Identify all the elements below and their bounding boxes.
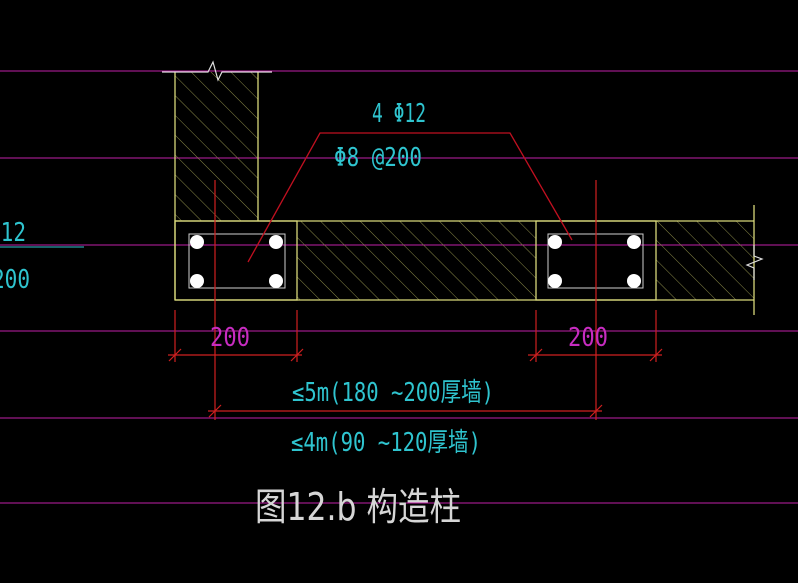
rebar-dot [269, 274, 283, 288]
break-symbol-right [745, 245, 764, 280]
rebar-dot [627, 274, 641, 288]
column-right-reinforcement [547, 233, 644, 289]
horizontal-wall-hatch-right [656, 221, 754, 300]
dim-left-label: 200 [210, 323, 250, 353]
tick [168, 348, 182, 362]
rebar-dot [627, 235, 641, 249]
figure-title: 图12.b 构造柱 [255, 485, 461, 529]
dim-right-label: 200 [568, 323, 608, 353]
break-symbol-top [162, 60, 272, 82]
span-5m-label: ≤5m(180 ~200厚墙) [292, 378, 494, 408]
rebar-dot [190, 274, 204, 288]
tick [208, 404, 222, 418]
wall-hatch [175, 72, 754, 300]
column-outline-left [174, 220, 298, 301]
rebar-dot [269, 235, 283, 249]
stirrup-spec-label: Φ8 @200 [334, 143, 422, 173]
rebar-dot [548, 274, 562, 288]
rebar-dot [190, 235, 204, 249]
break-symbols [162, 60, 764, 280]
tick [529, 348, 543, 362]
stirrup-left [188, 233, 286, 289]
dimension-lines [168, 180, 663, 420]
tick [649, 348, 663, 362]
rebar-leader-line [247, 132, 573, 263]
column-left-reinforcement [188, 233, 286, 289]
rebar-dot [548, 235, 562, 249]
vertical-wall-hatch [175, 72, 258, 221]
horizontal-wall-hatch-middle [297, 221, 536, 300]
left-clipped-top-label: Φ12 [0, 218, 26, 248]
tick [290, 348, 304, 362]
span-4m-label: ≤4m(90 ~120厚墙) [291, 428, 481, 458]
rebar-main-label: 4 Φ12 [372, 99, 426, 129]
tick [589, 404, 603, 418]
left-clipped-bottom-label: 200 [0, 265, 30, 295]
